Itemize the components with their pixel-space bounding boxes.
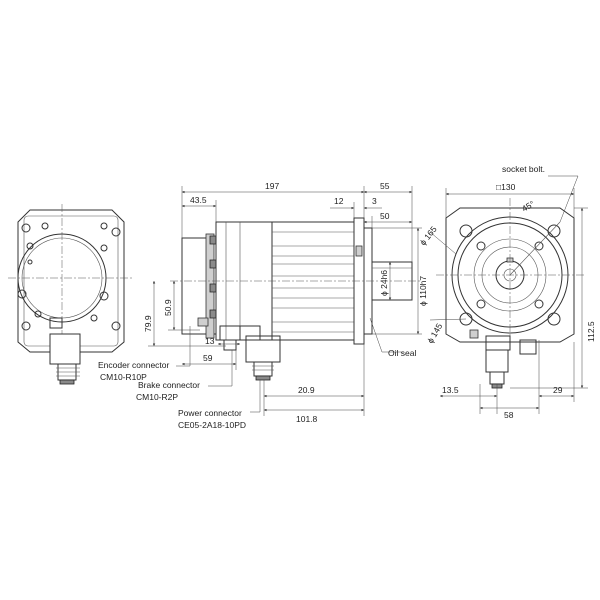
encoder-connector-model: CM10-R10P bbox=[100, 372, 147, 382]
dim-112-5: 112.5 bbox=[586, 321, 596, 342]
dim-50: 50 bbox=[380, 211, 390, 221]
oil-seal-label: Oil seal bbox=[388, 348, 416, 358]
dim-12: 12 bbox=[334, 196, 344, 206]
power-connector-model: CE05-2A18-10PD bbox=[178, 420, 246, 430]
dim-101-8: 101.8 bbox=[296, 414, 318, 424]
dim-shaft: ϕ 24h6 bbox=[379, 270, 389, 296]
dim-59: 59 bbox=[203, 353, 213, 363]
brake-connector-model: CM10-R2P bbox=[136, 392, 178, 402]
front-flange-view bbox=[436, 198, 584, 389]
dim-13: 13 bbox=[205, 336, 215, 346]
dim-79-9: 79.9 bbox=[143, 315, 153, 332]
dim-197: 197 bbox=[265, 181, 279, 191]
power-connector-label: Power connector bbox=[178, 408, 242, 418]
dim-43-5: 43.5 bbox=[190, 195, 207, 205]
dim-square: □130 bbox=[496, 182, 516, 192]
rear-bolt-holes bbox=[17, 222, 121, 331]
callout-texts: socket bolt. Oil seal Encoder connector … bbox=[98, 164, 545, 430]
dim-flange-dia: ϕ 165 bbox=[418, 224, 439, 247]
brake-connector-label: Brake connector bbox=[138, 380, 200, 390]
encoder-connector-label: Encoder connector bbox=[98, 360, 170, 370]
dim-pcd: ϕ 145 bbox=[425, 321, 444, 345]
dim-29: 29 bbox=[553, 385, 563, 395]
side-view-dimensions bbox=[148, 186, 422, 416]
dim-50-9: 50.9 bbox=[163, 299, 173, 316]
dim-angle: 45° bbox=[520, 199, 536, 214]
rear-end-view bbox=[8, 204, 132, 385]
flange-bolt-holes bbox=[459, 224, 561, 326]
dim-58: 58 bbox=[504, 410, 514, 420]
dim-13-5: 13.5 bbox=[442, 385, 459, 395]
side-view bbox=[170, 217, 420, 381]
dim-20-9: 20.9 bbox=[298, 385, 315, 395]
dim-spigot: ϕ 110h7 bbox=[418, 276, 428, 306]
dim-3: 3 bbox=[372, 196, 377, 206]
socket-bolt-label: socket bolt. bbox=[502, 164, 545, 174]
front-view-dimensions bbox=[429, 175, 588, 414]
dim-55: 55 bbox=[380, 181, 390, 191]
